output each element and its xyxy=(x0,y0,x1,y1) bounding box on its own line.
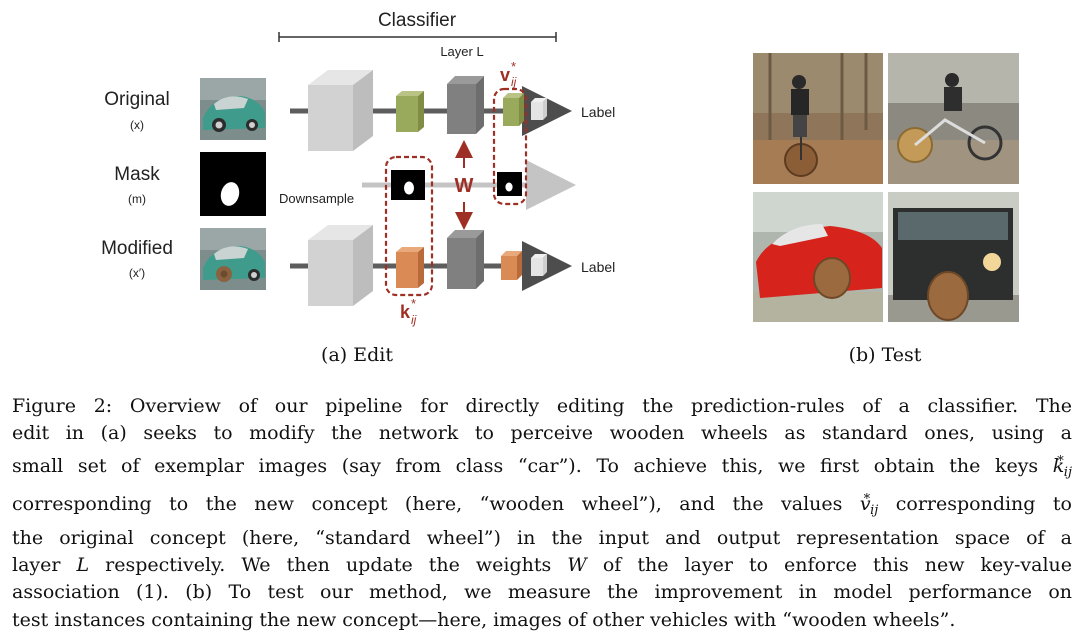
layer-l-block-bottom xyxy=(447,230,484,289)
encoder-block-top xyxy=(308,70,373,151)
key-symbol-sub: ij xyxy=(411,313,417,327)
caption-layer-symbol: L xyxy=(77,554,90,576)
mask-symbol: (m) xyxy=(128,192,146,206)
caption-line-6-text-c: of the layer to enforce this new key-val… xyxy=(603,554,1072,576)
value-symbol-sup: * xyxy=(511,59,516,74)
edit-subcaption: (a) Edit xyxy=(321,344,393,366)
caption-line-4-text-a: corresponding to the new concept (here, … xyxy=(12,493,842,515)
test-panel: (b) Test xyxy=(753,53,1019,366)
mask-label: Mask xyxy=(114,164,160,185)
layer-l-label: Layer L xyxy=(440,44,483,59)
test-image-jeep xyxy=(888,192,1019,322)
caption-line-6: layer L respectively. We then update the… xyxy=(12,552,1072,579)
downsampled-mask-value xyxy=(497,172,522,196)
downsample-label: Downsample xyxy=(279,191,354,206)
caption-line-8: test instances containing the new concep… xyxy=(12,607,1072,634)
encoder-block-bottom xyxy=(308,225,373,306)
classifier-title: Classifier xyxy=(378,10,457,31)
test-image-bicycle xyxy=(888,53,1019,184)
output-label-top: Label xyxy=(581,104,615,120)
caption-line-4-text-b: corresponding to xyxy=(896,493,1072,515)
caption-line-1: Figure 2: Overview of our pipeline for d… xyxy=(12,393,1072,420)
caption-key-sub: ij xyxy=(1064,465,1072,480)
key-vector-label: k * ij xyxy=(400,296,417,327)
caption-line-7: association (1). (b) To test our method,… xyxy=(12,579,1072,606)
modified-label: Modified xyxy=(101,238,173,259)
modified-output-feature-block xyxy=(501,251,522,280)
caption-line-3: small set of exemplar images (say from c… xyxy=(12,448,1072,486)
caption-line-2: edit in (a) seeks to modify the network … xyxy=(12,420,1072,447)
original-feature-block xyxy=(396,91,424,132)
mask-image xyxy=(200,152,266,216)
caption-value-sub: ij xyxy=(870,503,878,518)
test-image-red-car xyxy=(753,192,883,322)
original-symbol: (x) xyxy=(130,118,144,132)
caption-line-4: corresponding to the new concept (here, … xyxy=(12,486,1072,524)
output-block-bottom xyxy=(531,254,547,276)
weight-symbol-w: W xyxy=(455,175,474,197)
test-image-unicycle xyxy=(753,53,883,184)
modified-car-image xyxy=(200,228,266,290)
caption-line-6-text-a: layer xyxy=(12,554,60,576)
caption-line-3-text: small set of exemplar images (say from c… xyxy=(12,455,1038,477)
value-symbol-v: v xyxy=(500,65,510,85)
downsampled-mask-key xyxy=(391,170,425,200)
test-subcaption: (b) Test xyxy=(849,344,922,366)
original-car-image xyxy=(200,78,266,140)
figure-2-graphic: Classifier Layer L Original (x) Mask (m)… xyxy=(0,0,1080,390)
key-symbol-k: k xyxy=(400,302,411,322)
caption-line-5: the original concept (here, “standard wh… xyxy=(12,525,1072,552)
original-label: Original xyxy=(104,89,169,110)
output-block-top xyxy=(531,98,547,120)
edit-panel: Classifier Layer L Original (x) Mask (m)… xyxy=(101,10,615,366)
value-feature-block xyxy=(503,93,524,126)
figure-caption: Figure 2: Overview of our pipeline for d… xyxy=(12,393,1072,634)
modified-symbol: (x′) xyxy=(129,266,145,280)
key-symbol-sup: * xyxy=(411,296,416,311)
layer-l-block-top xyxy=(447,76,484,134)
output-label-bottom: Label xyxy=(581,259,615,275)
caption-weight-symbol: W xyxy=(567,554,587,576)
classifier-bracket xyxy=(279,32,556,42)
value-symbol-sub: ij xyxy=(511,75,517,89)
value-vector-label: v * ij xyxy=(500,59,517,89)
caption-line-6-text-b: respectively. We then update the weights xyxy=(105,554,551,576)
modified-feature-block xyxy=(396,247,424,288)
